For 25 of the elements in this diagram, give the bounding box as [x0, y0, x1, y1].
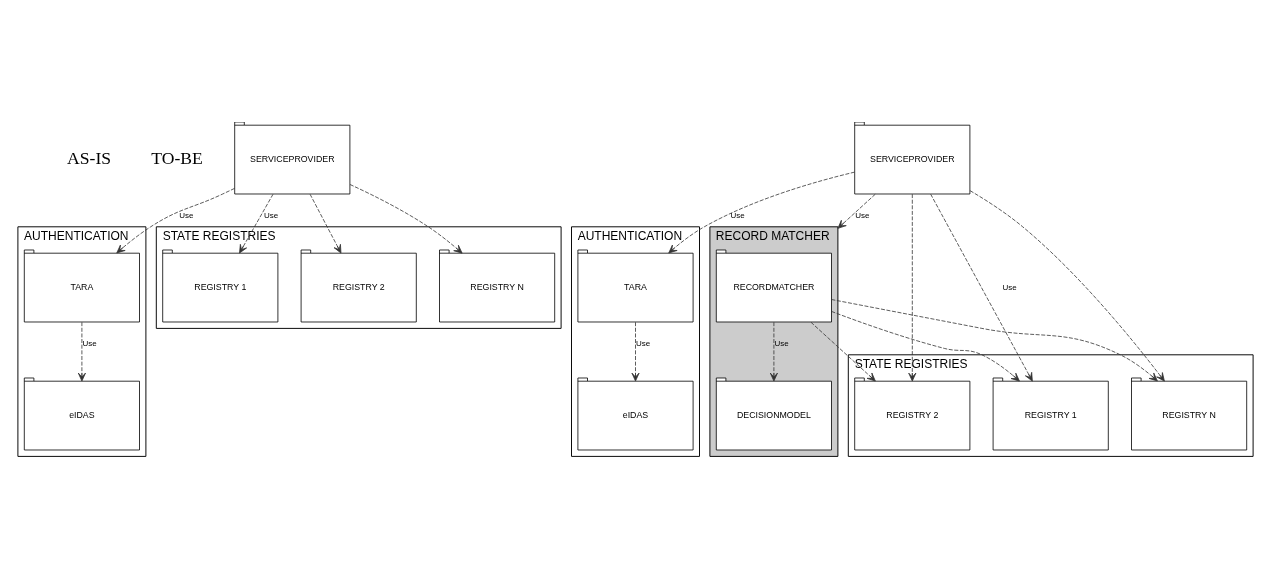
- arrow: [631, 321, 640, 382]
- label: TO-BE: [151, 148, 203, 169]
- arrow: [309, 193, 342, 254]
- arrow: [810, 321, 876, 382]
- arrow: [831, 299, 1158, 382]
- arrow: [668, 171, 855, 254]
- arrow: [969, 190, 1165, 382]
- edge-label: Use: [774, 339, 789, 348]
- edge-label: Use: [82, 339, 97, 348]
- arrow: [908, 193, 917, 382]
- arrow: [831, 311, 1020, 382]
- arrow: [930, 193, 1033, 382]
- edge-label: Use: [635, 339, 651, 348]
- arrow: [769, 321, 778, 382]
- arrow: [116, 187, 235, 254]
- edge-label: Use: [1002, 282, 1017, 292]
- edge-label: Use: [263, 211, 279, 220]
- arrow: [77, 321, 86, 382]
- edge-label: Use: [855, 211, 870, 220]
- arrow: [349, 184, 463, 254]
- arrow: [837, 193, 876, 229]
- edge-label: Use: [179, 211, 194, 220]
- edge-label: Use: [730, 211, 745, 220]
- label: AS-IS: [67, 148, 112, 169]
- arrow: [239, 193, 274, 254]
